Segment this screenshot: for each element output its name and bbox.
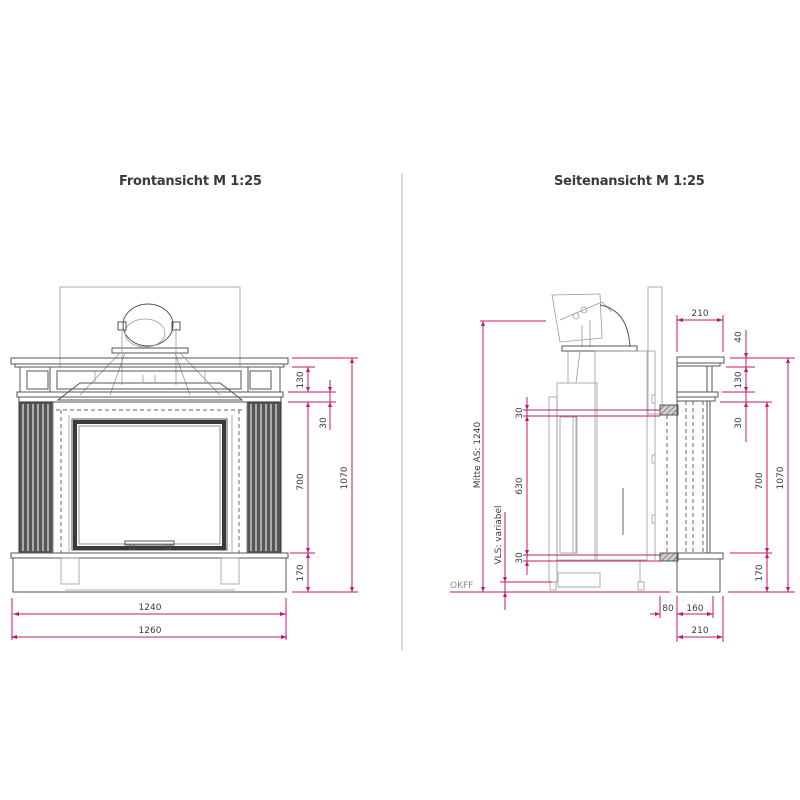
side-view-dimensions: [450, 315, 795, 642]
side-dim-210-top: 210: [691, 309, 708, 319]
side-dim-630: 630: [515, 477, 525, 494]
side-dim-160: 160: [686, 604, 703, 614]
front-dim-130: 130: [296, 371, 306, 388]
front-view-dimensions: [11, 357, 358, 640]
front-dim-1260: 1260: [139, 626, 162, 636]
side-dim-700: 700: [755, 472, 765, 489]
side-dim-210-bottom: 210: [691, 626, 708, 636]
side-dim-insert-bottom: 30: [515, 552, 525, 564]
front-dim-30: 30: [319, 417, 329, 429]
side-label-flue-center: Mitte AS: 1240: [473, 422, 483, 489]
front-dim-1240: 1240: [139, 603, 162, 613]
front-view-drawing: [10, 286, 289, 593]
side-label-vls: VLS: variabel: [494, 505, 504, 564]
side-dim-80: 80: [662, 604, 674, 614]
front-dim-700: 700: [296, 473, 306, 490]
side-dim-1070: 1070: [776, 466, 786, 489]
side-dim-170: 170: [755, 564, 765, 581]
side-view-title: Seitenansicht M 1:25: [554, 174, 705, 189]
side-dim-130: 130: [734, 371, 744, 388]
side-label-okff: OKFF: [450, 581, 473, 591]
side-dim-insert-top: 30: [515, 407, 525, 419]
front-view-title: Frontansicht M 1:25: [119, 174, 262, 189]
front-dim-1070: 1070: [340, 466, 350, 489]
side-dim-30: 30: [734, 417, 744, 429]
front-dim-170: 170: [296, 564, 306, 581]
side-view-drawing: [548, 286, 725, 593]
side-dim-40: 40: [734, 331, 744, 343]
